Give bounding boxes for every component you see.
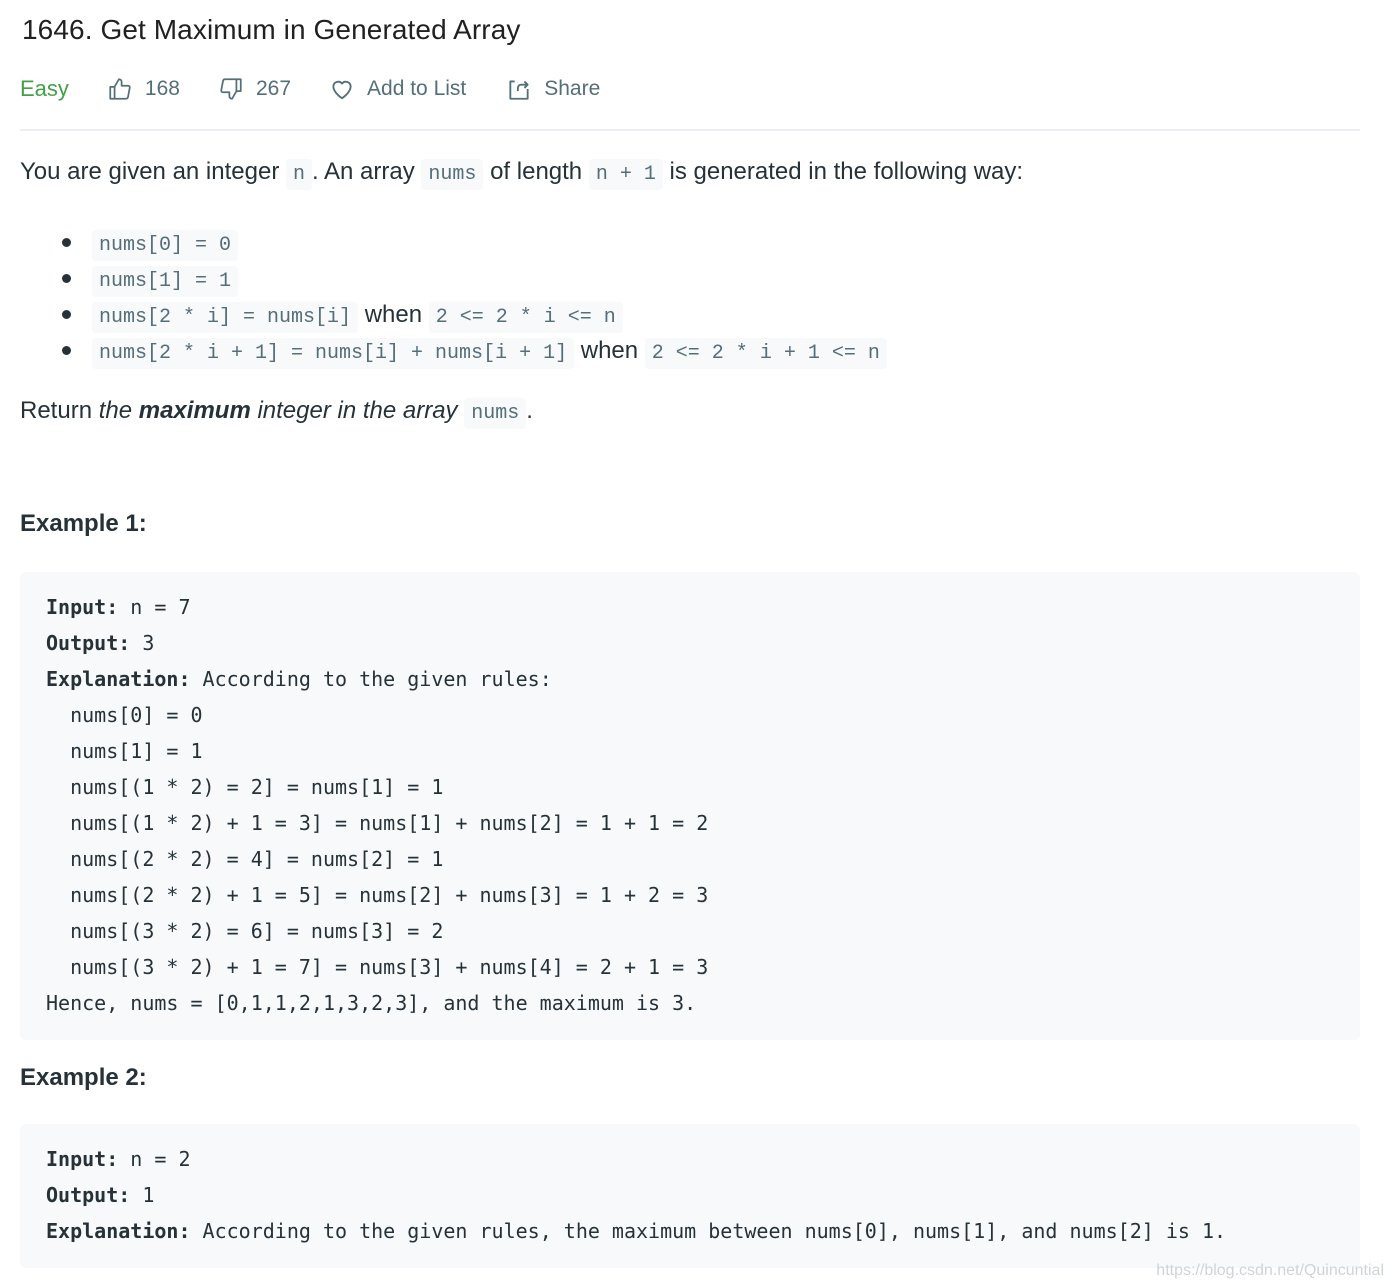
output-value: 1 (130, 1183, 155, 1207)
rule-code: nums[0] = 0 (92, 230, 239, 261)
bullet-icon (62, 238, 71, 247)
intro-text: You are given an integer (20, 158, 286, 185)
like-button[interactable]: 168 (107, 76, 180, 102)
output-label: Output: (46, 1183, 131, 1207)
bullet-icon (62, 346, 71, 355)
rule-code: nums[1] = 1 (92, 266, 239, 297)
explanation-line: nums[(2 * 2) + 1 = 5] = nums[2] + nums[3… (46, 883, 709, 907)
example-2-heading: Example 2: (20, 1064, 147, 1091)
dislike-button[interactable]: 267 (218, 76, 291, 102)
intro-text: of length (483, 158, 589, 185)
input-value: n = 2 (118, 1147, 191, 1171)
explanation-line: nums[(2 * 2) = 4] = nums[2] = 1 (46, 847, 444, 871)
rule-item: nums[1] = 1 (60, 261, 1360, 297)
explanation-line: nums[(1 * 2) + 1 = 3] = nums[1] + nums[2… (46, 811, 709, 835)
inline-code: n + 1 (588, 159, 663, 190)
example-1-heading: Example 1: (20, 510, 147, 537)
explanation-value: According to the given rules: (190, 667, 552, 691)
rule-condition: 2 <= 2 * i + 1 <= n (644, 338, 887, 369)
add-to-list-button[interactable]: Add to List (329, 76, 466, 102)
header-divider (20, 129, 1360, 131)
thumbs-up-icon (109, 78, 131, 100)
inline-code: n (285, 159, 312, 190)
return-strong: maximum (138, 397, 251, 424)
rule-item: nums[0] = 0 (60, 225, 1360, 261)
difficulty-badge: Easy (20, 76, 69, 101)
heart-icon (332, 80, 352, 100)
return-text: Return (20, 397, 99, 424)
explanation-value: According to the given rules, the maximu… (190, 1219, 1227, 1243)
bullet-icon (62, 310, 71, 319)
explanation-line: nums[(3 * 2) + 1 = 7] = nums[3] + nums[4… (46, 955, 709, 979)
problem-intro: You are given an integer n. An array num… (20, 154, 1360, 193)
return-emphasis: the (98, 397, 139, 424)
rule-code: nums[2 * i] = nums[i] (92, 302, 359, 333)
thumbs-down-icon (220, 78, 242, 100)
problem-meta-bar: Easy 168 267 Add to List (20, 72, 600, 106)
share-icon (509, 80, 529, 100)
inline-code: nums (464, 398, 527, 429)
bullet-icon (62, 274, 71, 283)
dislike-count: 267 (255, 77, 292, 100)
problem-content: You are given an integer n. An array num… (20, 154, 1360, 432)
explanation-line: nums[0] = 0 (46, 703, 203, 727)
rule-code: nums[2 * i + 1] = nums[i] + nums[i + 1] (92, 338, 575, 369)
rule-item: nums[2 * i] = nums[i] when 2 <= 2 * i <=… (60, 297, 1360, 333)
share-label: Share (544, 77, 601, 100)
generation-rules-list: nums[0] = 0 nums[1] = 1 nums[2 * i] = nu… (20, 225, 1360, 369)
explanation-line: nums[1] = 1 (46, 739, 203, 763)
explanation-label: Explanation: (46, 1219, 191, 1243)
intro-text: . An array (312, 158, 422, 185)
input-label: Input: (46, 595, 119, 619)
like-count: 168 (144, 77, 180, 100)
add-to-list-label: Add to List (367, 77, 467, 100)
rule-when: when (358, 301, 429, 328)
explanation-line: Hence, nums = [0,1,1,2,1,3,2,3], and the… (46, 991, 697, 1015)
rule-when: when (574, 337, 645, 364)
output-value: 3 (130, 631, 155, 655)
output-label: Output: (46, 631, 131, 655)
rule-item: nums[2 * i + 1] = nums[i] + nums[i + 1] … (60, 333, 1360, 369)
share-button[interactable]: Share (506, 76, 600, 102)
input-value: n = 7 (118, 595, 191, 619)
return-text: . (526, 397, 533, 424)
problem-title: 1646. Get Maximum in Generated Array (22, 14, 521, 45)
explanation-label: Explanation: (46, 667, 191, 691)
input-label: Input: (46, 1147, 119, 1171)
return-statement: Return the maximum integer in the array … (20, 393, 1360, 432)
watermark: https://blog.csdn.net/Quincuntial (1156, 1262, 1384, 1279)
return-emphasis: integer in the array (250, 397, 458, 424)
explanation-line: nums[(3 * 2) = 6] = nums[3] = 2 (46, 919, 444, 943)
rule-condition: 2 <= 2 * i <= n (428, 302, 623, 333)
intro-text: is generated in the following way: (662, 158, 1024, 185)
explanation-line: nums[(1 * 2) = 2] = nums[1] = 1 (46, 775, 444, 799)
inline-code: nums (421, 159, 484, 190)
